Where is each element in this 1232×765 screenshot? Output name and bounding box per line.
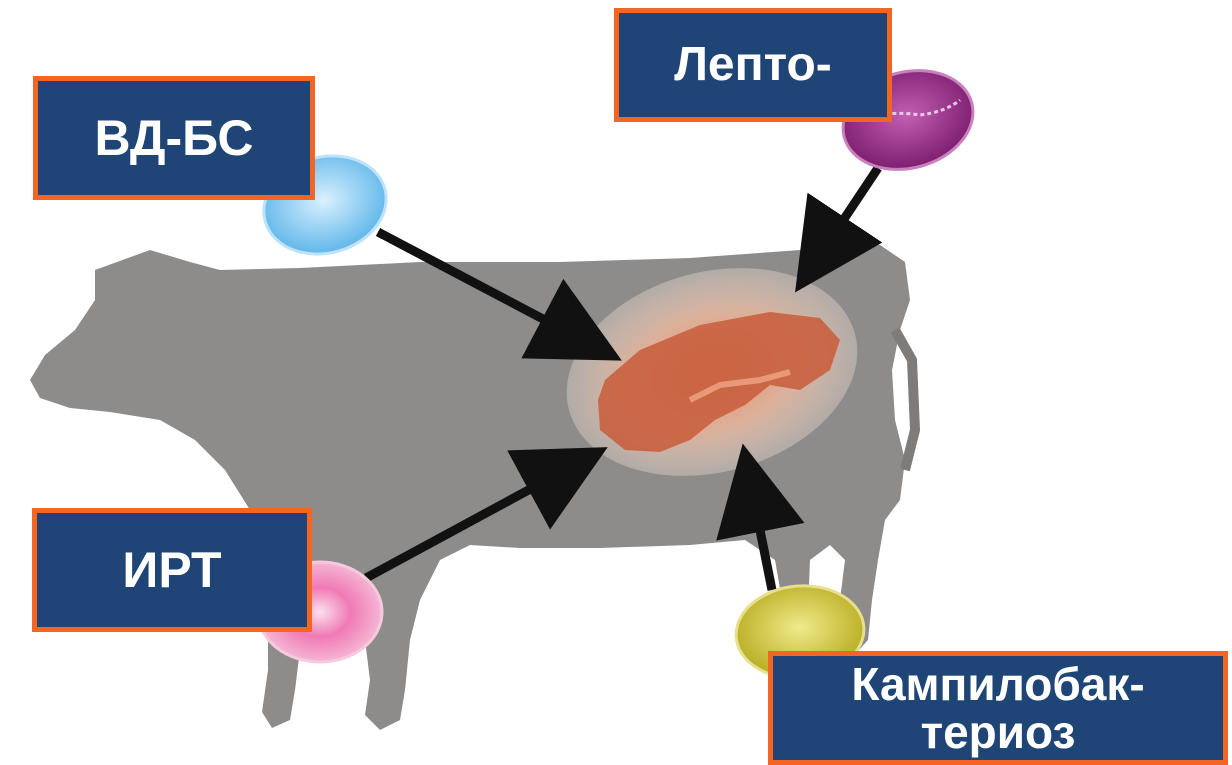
- label-vd-bs: ВД-БС: [33, 76, 315, 200]
- label-lepto: Лепто-: [614, 8, 892, 122]
- label-kampilo-line2: териоз: [921, 708, 1076, 756]
- label-irt: ИРТ: [32, 508, 312, 632]
- label-kampilo-line1: Кампилобак-: [851, 660, 1144, 708]
- label-kampilobakterioz: Кампилобак- териоз: [768, 651, 1228, 765]
